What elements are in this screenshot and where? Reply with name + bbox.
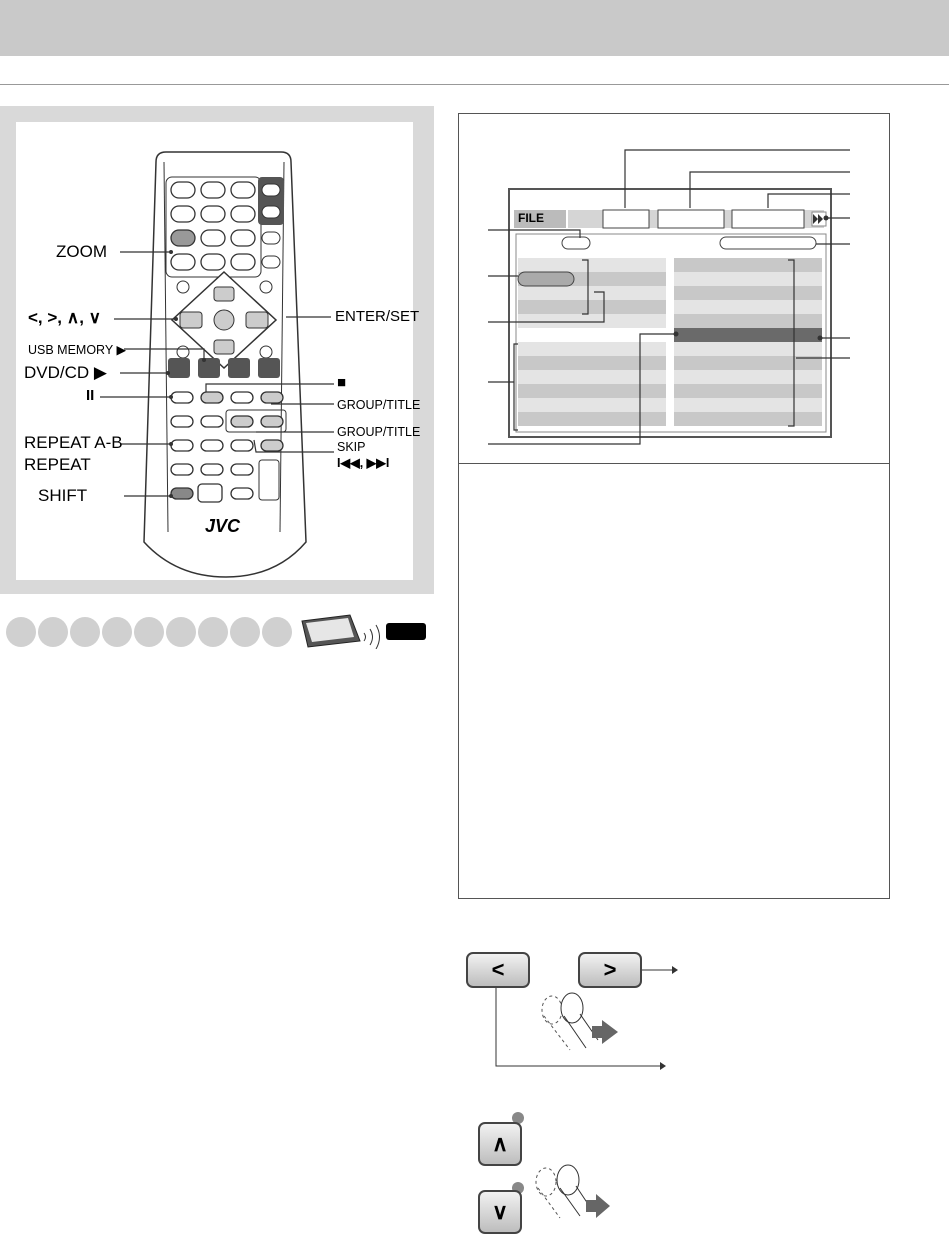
remote-control-drawing bbox=[100, 151, 334, 578]
jvc-logo: JVC bbox=[205, 516, 241, 536]
onscreen-box-divider bbox=[458, 463, 890, 464]
step-dot bbox=[262, 617, 292, 647]
up-button[interactable]: ∧ bbox=[478, 1122, 522, 1166]
press-hand-illustration bbox=[495, 966, 678, 1070]
down-button[interactable]: ∨ bbox=[478, 1190, 522, 1234]
file-menu-screen: FILE bbox=[508, 188, 832, 438]
page-header-bar bbox=[0, 0, 949, 56]
pause-label: II bbox=[86, 387, 95, 404]
right-button[interactable]: > bbox=[578, 952, 642, 988]
left-button[interactable]: < bbox=[466, 952, 530, 988]
repeat-ab-label: REPEAT A-B bbox=[24, 433, 123, 452]
stop-label: ■ bbox=[337, 374, 347, 391]
step-dot bbox=[198, 617, 228, 647]
remote-illustration-frame: ZOOM <, >, ∧, ∨ ENTER/SET USB MEMORY ▶ D… bbox=[16, 122, 420, 580]
remote-signal-icon bbox=[301, 614, 426, 649]
step-dot bbox=[6, 617, 36, 647]
cursor-label: <, >, ∧, ∨ bbox=[28, 308, 102, 327]
group-title-label: GROUP/TITLE bbox=[337, 398, 421, 412]
step-dot bbox=[102, 617, 132, 647]
dvd-cd-label: DVD/CD ▶ bbox=[24, 363, 107, 382]
onscreen-display-box bbox=[458, 113, 890, 899]
skip-symbols-label: I◀◀, ▶▶I bbox=[337, 456, 390, 470]
step-dot bbox=[166, 617, 196, 647]
step-dot bbox=[38, 617, 68, 647]
enter-set-label: ENTER/SET bbox=[335, 308, 420, 325]
step-dot bbox=[134, 617, 164, 647]
step-dot bbox=[230, 617, 260, 647]
shift-label: SHIFT bbox=[38, 486, 88, 505]
header-rule bbox=[0, 84, 949, 85]
group-title-skip-label-1: GROUP/TITLE bbox=[337, 425, 421, 439]
file-tab-label: FILE bbox=[518, 211, 544, 225]
repeat-label: REPEAT bbox=[24, 455, 91, 474]
step-dot bbox=[70, 617, 100, 647]
remote-illustration-panel: ZOOM <, >, ∧, ∨ ENTER/SET USB MEMORY ▶ D… bbox=[0, 106, 434, 594]
zoom-label: ZOOM bbox=[56, 242, 107, 261]
usb-memory-label: USB MEMORY ▶ bbox=[28, 343, 127, 357]
group-title-skip-label-2: SKIP bbox=[337, 440, 366, 454]
plus-indicator-icon bbox=[512, 1112, 524, 1124]
press-hand-illustration-2 bbox=[535, 1164, 610, 1219]
file-menu-screen-drawing bbox=[510, 190, 830, 436]
